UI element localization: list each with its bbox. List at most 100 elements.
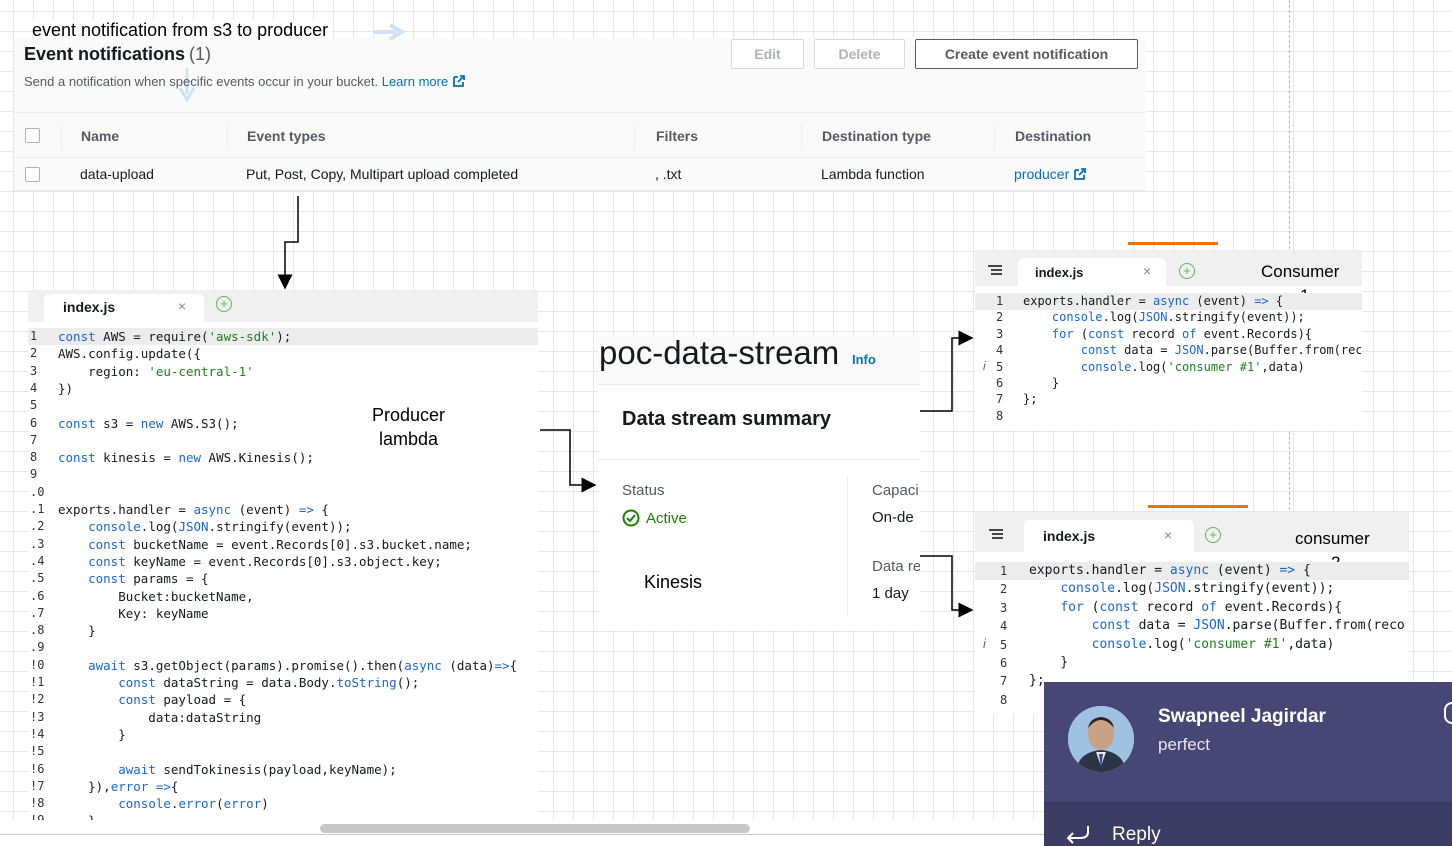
- line-number: .7: [30, 605, 45, 620]
- code-line[interactable]: await s3.getObject(params).promise().the…: [88, 657, 518, 673]
- code-line[interactable]: const s3 = new AWS.S3();: [58, 415, 239, 431]
- active-line-highlight: [975, 562, 1409, 580]
- code-line[interactable]: const payload = {: [118, 692, 247, 708]
- code-line[interactable]: region: 'eu-central-1': [58, 363, 254, 379]
- code-line[interactable]: }: [1023, 376, 1060, 390]
- code-line[interactable]: const keyName = event.Records[0].s3.obje…: [88, 553, 442, 569]
- code-line[interactable]: }: [58, 726, 126, 742]
- stream-title: poc-data-stream: [599, 334, 840, 371]
- retention-value: 1 day: [872, 585, 909, 602]
- line-number: 2: [1000, 582, 1008, 597]
- column-header-destination-type[interactable]: Destination type: [822, 128, 931, 144]
- code-line[interactable]: const data = JSON.parse(Buffer.from(reco…: [1091, 618, 1407, 634]
- line-number: .1: [30, 502, 45, 516]
- arrow-s3-to-producer: [277, 196, 299, 290]
- edit-button[interactable]: Edit: [731, 39, 804, 69]
- code-line[interactable]: await sendTokinesis(payload,keyName);: [118, 761, 397, 777]
- code-line[interactable]: exports.handler = async (event) => {: [58, 502, 329, 517]
- code-line[interactable]: Key: keyName: [58, 605, 209, 621]
- code-line[interactable]: };: [1029, 673, 1045, 689]
- active-line-highlight: [975, 293, 1362, 310]
- add-tab-icon[interactable]: +: [1179, 263, 1195, 279]
- add-tab-icon[interactable]: +: [216, 296, 232, 312]
- divider: [14, 157, 1146, 158]
- line-number: .8: [30, 623, 45, 638]
- line-number: 1: [1000, 564, 1008, 578]
- tab-label: index.js: [63, 299, 116, 315]
- code-line[interactable]: console.log(JSON.stringify(event));: [1051, 310, 1305, 325]
- code-line[interactable]: console.log(JSON.stringify(event));: [88, 519, 352, 535]
- line-number: 3: [30, 363, 38, 378]
- chat-icon[interactable]: [1444, 702, 1452, 724]
- tab-list-icon[interactable]: [988, 528, 1004, 541]
- delete-button[interactable]: Delete: [814, 39, 905, 69]
- code-line[interactable]: console.log('consumer #1',data): [1091, 636, 1335, 652]
- code-line[interactable]: }: [58, 623, 96, 639]
- code-line[interactable]: console.log(JSON.stringify(event));: [1060, 581, 1335, 597]
- column-separator: [61, 124, 62, 150]
- column-header-destination[interactable]: Destination: [1015, 128, 1092, 144]
- reply-icon[interactable]: [1064, 822, 1092, 844]
- line-number: 6: [996, 376, 1004, 390]
- select-all-checkbox[interactable]: [25, 128, 40, 143]
- code-line[interactable]: exports.handler = async (event) => {: [1029, 563, 1311, 578]
- line-number: 4: [30, 380, 38, 395]
- line-number: !2: [30, 692, 45, 707]
- reply-button[interactable]: Reply: [1112, 824, 1161, 845]
- code-line[interactable]: const dataString = data.Body.toString();: [118, 675, 420, 690]
- close-icon[interactable]: ×: [1143, 263, 1152, 279]
- message-text: perfect: [1158, 735, 1210, 754]
- code-line[interactable]: }),error =>{: [58, 778, 179, 794]
- line-number: 3: [1000, 600, 1008, 615]
- tab-list-icon[interactable]: [987, 264, 1003, 277]
- accent-bar: [1128, 242, 1218, 245]
- check-circle-icon: [622, 509, 640, 527]
- line-number: .6: [30, 588, 45, 603]
- learn-more-link[interactable]: Learn more: [381, 74, 449, 89]
- code-line[interactable]: for (const record of event.Records){: [1060, 599, 1343, 615]
- code-line[interactable]: exports.handler = async (event) => {: [1023, 294, 1284, 308]
- code-line[interactable]: console.error(error): [118, 796, 269, 812]
- code-line[interactable]: data:dataString: [58, 709, 262, 725]
- code-line[interactable]: const params = {: [88, 571, 209, 587]
- code-line[interactable]: const AWS = require('aws-sdk');: [58, 329, 292, 344]
- reply-bar[interactable]: [1044, 802, 1452, 846]
- consumer1-label: Consumer: [1261, 262, 1340, 281]
- editor-tab[interactable]: index.js ×: [44, 294, 204, 322]
- code-line[interactable]: }: [1029, 655, 1069, 670]
- create-event-notification-button[interactable]: Create event notification: [915, 39, 1138, 69]
- line-number: !6: [30, 761, 45, 776]
- avatar: [1068, 706, 1134, 772]
- line-number: !3: [30, 709, 45, 724]
- code-line[interactable]: const kinesis = new AWS.Kinesis();: [58, 450, 314, 466]
- info-link[interactable]: Info: [852, 352, 876, 367]
- line-number: 2: [996, 310, 1004, 325]
- column-header-event-types[interactable]: Event types: [247, 128, 326, 144]
- close-icon[interactable]: ×: [178, 298, 187, 314]
- code-line[interactable]: }): [58, 380, 74, 396]
- line-number: 6: [30, 415, 38, 430]
- user-photo-icon: [1068, 706, 1134, 772]
- editor-tab[interactable]: index.js ×: [1024, 520, 1194, 552]
- code-line[interactable]: console.log('consumer #1',data): [1080, 359, 1305, 374]
- horizontal-scrollbar[interactable]: [320, 824, 750, 833]
- line-number: !0: [30, 657, 45, 672]
- code-line[interactable]: AWS.config.update({: [58, 346, 201, 362]
- editor-tab[interactable]: index.js ×: [1018, 258, 1166, 286]
- code-line[interactable]: };: [1023, 392, 1038, 407]
- code-line[interactable]: const bucketName = event.Records[0].s3.b…: [88, 536, 472, 552]
- arrow-producer-to-kinesis: [540, 429, 597, 493]
- consumer2-label: consumer: [1295, 529, 1370, 548]
- sender-name: Swapneel Jagirdar: [1158, 706, 1326, 727]
- line-number: !5: [30, 744, 45, 759]
- close-icon[interactable]: ×: [1164, 527, 1173, 543]
- add-tab-icon[interactable]: +: [1205, 527, 1221, 543]
- row-destination-link[interactable]: producer: [1014, 166, 1087, 182]
- code-line[interactable]: Bucket:bucketName,: [58, 588, 254, 604]
- column-header-filters[interactable]: Filters: [656, 128, 699, 144]
- column-header-name[interactable]: Name: [81, 128, 120, 144]
- code-line[interactable]: for (const record of event.Records){: [1051, 326, 1313, 341]
- line-number: 4: [1000, 619, 1008, 634]
- code-line[interactable]: const data = JSON.parse(Buffer.from(reco…: [1080, 343, 1361, 358]
- row-checkbox[interactable]: [25, 167, 40, 182]
